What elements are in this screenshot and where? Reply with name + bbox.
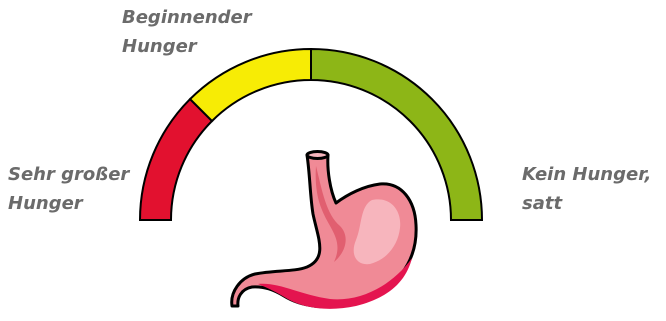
label-not-hungry: Kein Hunger, satt — [522, 160, 651, 218]
label-not-hungry-line2: satt — [522, 189, 651, 218]
label-beginning-hunger-line1: Beginnender — [122, 3, 252, 32]
gauge-segment-1 — [140, 99, 212, 220]
label-beginning-hunger: Beginnender Hunger — [122, 3, 252, 61]
label-very-hungry: Sehr großer Hunger — [8, 160, 129, 218]
stomach-icon — [232, 152, 416, 309]
label-very-hungry-line2: Hunger — [8, 189, 129, 218]
label-beginning-hunger-line2: Hunger — [122, 32, 252, 61]
label-not-hungry-line1: Kein Hunger, — [522, 160, 651, 189]
label-very-hungry-line1: Sehr großer — [8, 160, 129, 189]
esophagus-opening — [307, 152, 328, 159]
